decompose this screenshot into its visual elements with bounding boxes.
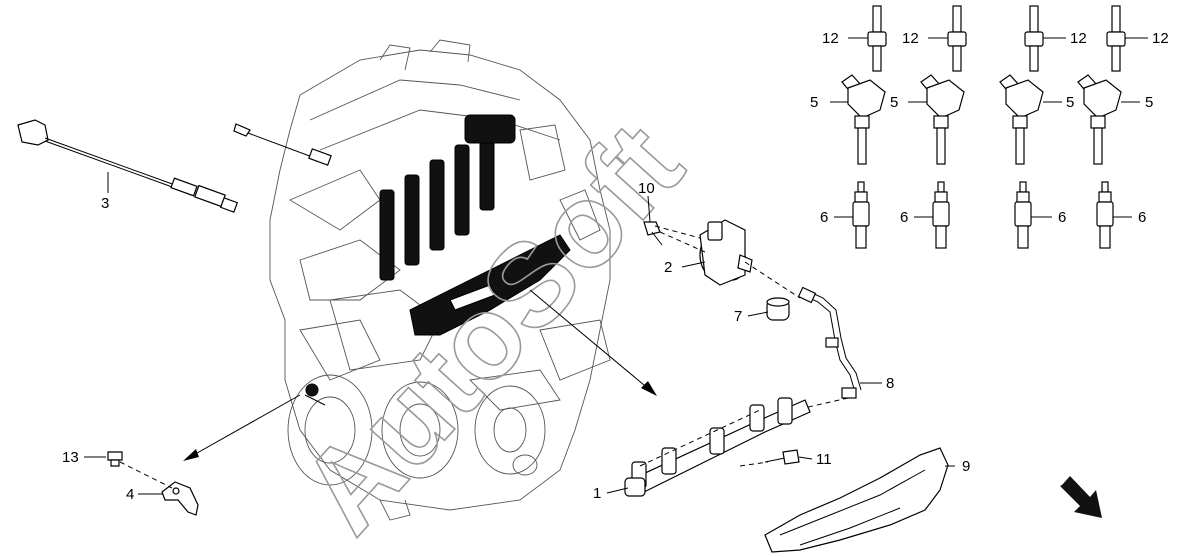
stud-12-d — [1106, 5, 1126, 72]
crankshaft-sensor — [161, 481, 199, 516]
callout-12-d: 12 — [1152, 30, 1169, 47]
callout-8: 8 — [886, 375, 894, 392]
callout-12-c: 12 — [1070, 30, 1087, 47]
fuel-rail — [624, 397, 811, 497]
callout-6-d: 6 — [1138, 209, 1146, 226]
front-direction-arrow — [1060, 476, 1102, 518]
ignition-coil-5-b — [920, 74, 965, 165]
ignition-coil-5-c — [999, 74, 1044, 165]
callout-11: 11 — [816, 451, 832, 468]
callout-12-a: 12 — [822, 30, 839, 47]
stud-12-b — [947, 5, 967, 72]
callout-3: 3 — [101, 195, 109, 212]
callout-6-c: 6 — [1058, 209, 1066, 226]
leader-lines — [84, 37, 1148, 495]
spark-plug-6-b — [932, 181, 950, 249]
callout-5-d: 5 — [1145, 94, 1153, 111]
location-arrow-crank-sensor — [183, 394, 301, 461]
location-arrow-fuel-rail — [529, 289, 657, 396]
callout-6-b: 6 — [900, 209, 908, 226]
heat-shield — [764, 447, 949, 553]
ignition-coil-5-a — [841, 74, 886, 165]
bolt-11 — [764, 449, 800, 465]
callout-10: 10 — [638, 180, 655, 197]
ignition-coil-5-d — [1077, 74, 1122, 165]
spark-plug-6-a — [852, 181, 870, 249]
bolt-13 — [107, 451, 123, 467]
callout-13: 13 — [62, 449, 79, 466]
engine-block-illustration — [269, 39, 611, 521]
seal-7 — [766, 297, 790, 321]
spark-plug-6-c — [1014, 181, 1032, 249]
callout-9: 9 — [962, 458, 970, 475]
stud-12-c — [1024, 5, 1044, 72]
callout-5-c: 5 — [1066, 94, 1074, 111]
callout-12-b: 12 — [902, 30, 919, 47]
callout-6-a: 6 — [820, 209, 828, 226]
oxygen-sensor — [17, 119, 332, 213]
fuel-line — [797, 286, 862, 399]
callout-1: 1 — [593, 485, 601, 502]
spark-plug-6-d — [1096, 181, 1114, 249]
stud-12-a — [867, 5, 887, 72]
callout-2: 2 — [664, 259, 672, 276]
callout-4: 4 — [126, 486, 134, 503]
high-pressure-fuel-pump — [699, 219, 753, 286]
callout-7: 7 — [734, 308, 742, 325]
callout-5-b: 5 — [890, 94, 898, 111]
callout-5-a: 5 — [810, 94, 818, 111]
